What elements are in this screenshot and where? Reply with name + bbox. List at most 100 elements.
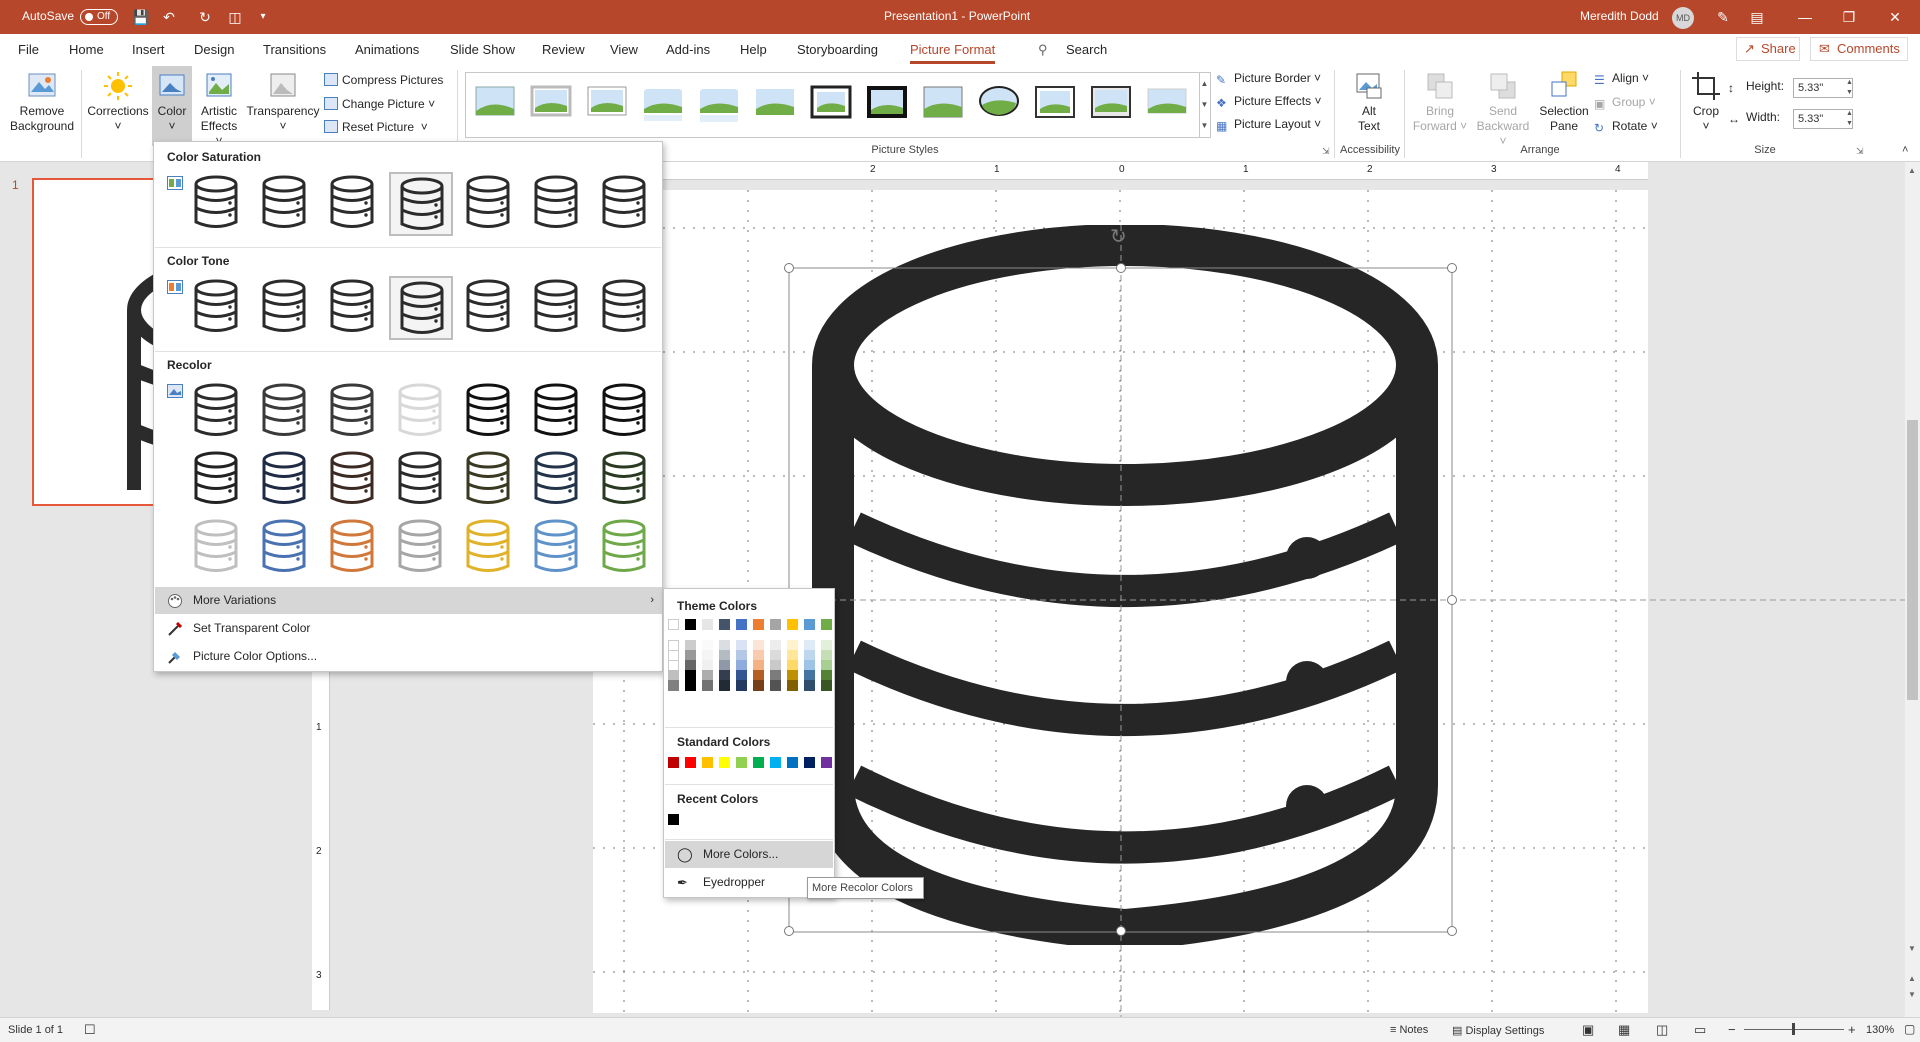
tab-review[interactable]: Review — [542, 42, 585, 57]
recolor-option[interactable] — [457, 448, 521, 512]
tab-design[interactable]: Design — [194, 42, 235, 57]
recolor-option[interactable] — [525, 380, 589, 444]
standard-color-swatch[interactable] — [821, 757, 832, 768]
height-spinner[interactable]: ▲▼ — [1846, 79, 1853, 96]
tone-option[interactable] — [185, 276, 249, 340]
recent-color-swatch[interactable] — [668, 814, 679, 825]
recolor-option[interactable] — [253, 516, 317, 580]
zoom-out-icon[interactable]: − — [1728, 1022, 1736, 1037]
comments-button[interactable]: ✉Comments — [1810, 37, 1908, 61]
recolor-option[interactable] — [593, 380, 657, 444]
picture-border-button[interactable]: ✎Picture Border ˅ — [1216, 70, 1321, 87]
theme-color-shade[interactable] — [685, 680, 696, 691]
picture-style-1[interactable] — [472, 79, 518, 125]
eyedropper-item[interactable]: ✒Eyedropper — [665, 869, 833, 896]
theme-color-swatch[interactable] — [719, 619, 730, 630]
theme-color-shade[interactable] — [804, 680, 815, 691]
tab-home[interactable]: Home — [69, 42, 104, 57]
picture-color-options-item[interactable]: Picture Color Options... — [155, 643, 662, 670]
tab-insert[interactable]: Insert — [132, 42, 165, 57]
recolor-option[interactable] — [457, 516, 521, 580]
theme-color-swatch[interactable] — [753, 619, 764, 630]
accessibility-check-icon[interactable]: ☐ — [84, 1022, 96, 1037]
align-button[interactable]: ☰Align ˅ — [1594, 71, 1650, 87]
group-button[interactable]: ▣Group ˅ — [1594, 95, 1656, 111]
standard-color-swatch[interactable] — [668, 757, 679, 768]
redo-icon[interactable]: ↻ — [199, 9, 211, 25]
theme-color-shade[interactable] — [702, 680, 713, 691]
tab-file[interactable]: File — [18, 42, 39, 57]
picture-style-13[interactable] — [1144, 79, 1190, 125]
theme-color-swatch[interactable] — [736, 619, 747, 630]
theme-color-swatch[interactable] — [821, 619, 832, 630]
dialog-launcher-icon[interactable]: ⇲ — [1322, 146, 1330, 156]
compress-pictures-button[interactable]: Compress Pictures — [324, 72, 443, 88]
tone-option[interactable] — [321, 276, 385, 340]
saturation-option[interactable] — [321, 172, 385, 236]
customize-qat-icon[interactable]: ▾ — [260, 11, 266, 22]
theme-color-swatch[interactable] — [685, 619, 696, 630]
recolor-option[interactable] — [525, 448, 589, 512]
saturation-option[interactable] — [457, 172, 521, 236]
resize-handle[interactable] — [1447, 263, 1457, 273]
rotate-handle-icon[interactable]: ↻ — [1110, 226, 1127, 248]
recolor-option[interactable] — [389, 380, 453, 444]
saturation-option[interactable] — [593, 172, 657, 236]
tab-transitions[interactable]: Transitions — [263, 42, 327, 57]
reset-picture-button[interactable]: Reset Picture ˅ — [324, 119, 428, 135]
resize-handle[interactable] — [784, 263, 794, 273]
recolor-option[interactable] — [457, 380, 521, 444]
corrections-button[interactable]: Corrections˅ — [86, 70, 150, 134]
picture-style-7[interactable] — [808, 79, 854, 125]
tone-option[interactable] — [389, 276, 453, 340]
theme-color-shade[interactable] — [668, 680, 679, 691]
picture-style-11[interactable] — [1032, 79, 1078, 125]
height-input[interactable]: 5.33" — [1793, 78, 1853, 98]
present-icon[interactable]: ◫ — [228, 9, 242, 25]
recolor-option[interactable] — [185, 516, 249, 580]
restore-icon[interactable]: ❐ — [1842, 9, 1856, 25]
saturation-option[interactable] — [253, 172, 317, 236]
tab-storyboarding[interactable]: Storyboarding — [797, 42, 878, 57]
standard-color-swatch[interactable] — [719, 757, 730, 768]
theme-color-swatch[interactable] — [787, 619, 798, 630]
display-settings-button[interactable]: ▤ Display Settings — [1452, 1024, 1544, 1037]
avatar[interactable]: MD — [1672, 7, 1694, 29]
minimize-icon[interactable]: — — [1798, 9, 1812, 25]
search-input[interactable]: Search — [1066, 42, 1108, 57]
recolor-option[interactable] — [321, 516, 385, 580]
tone-option[interactable] — [525, 276, 589, 340]
recolor-option[interactable] — [525, 516, 589, 580]
scroll-thumb[interactable] — [1907, 420, 1918, 700]
fit-to-window-icon[interactable]: ▢ — [1904, 1022, 1916, 1036]
theme-color-swatch[interactable] — [804, 619, 815, 630]
share-button[interactable]: ↗Share — [1736, 37, 1800, 61]
width-input[interactable]: 5.33" — [1793, 109, 1853, 129]
dialog-launcher-icon[interactable]: ⇲ — [1856, 146, 1864, 156]
theme-color-shade[interactable] — [821, 680, 832, 691]
pen-icon[interactable]: ✎ — [1717, 9, 1729, 25]
picture-style-12[interactable] — [1088, 79, 1134, 125]
user-name[interactable]: Meredith Dodd — [1580, 9, 1659, 23]
standard-color-swatch[interactable] — [770, 757, 781, 768]
undo-icon[interactable]: ↶ — [163, 9, 175, 25]
picture-styles-gallery[interactable] — [465, 72, 1200, 138]
tab-view[interactable]: View — [610, 42, 638, 57]
notes-button[interactable]: ≡ Notes — [1390, 1024, 1428, 1036]
recolor-option[interactable] — [389, 448, 453, 512]
picture-layout-button[interactable]: ▦Picture Layout ˅ — [1216, 116, 1321, 133]
more-icon[interactable]: ▼ — [1200, 121, 1209, 130]
tab-picture-format[interactable]: Picture Format — [910, 42, 996, 64]
recolor-option[interactable] — [389, 516, 453, 580]
slideshow-icon[interactable]: ▭ — [1694, 1022, 1707, 1037]
theme-color-shade[interactable] — [787, 680, 798, 691]
more-colors-item[interactable]: ◯More Colors... — [665, 841, 833, 868]
chevron-down-icon[interactable]: ▼ — [1200, 100, 1209, 109]
theme-color-swatch[interactable] — [668, 619, 679, 630]
close-icon[interactable]: ✕ — [1889, 9, 1901, 25]
theme-color-shade[interactable] — [753, 680, 764, 691]
transparency-button[interactable]: Transparency˅ — [244, 70, 322, 134]
